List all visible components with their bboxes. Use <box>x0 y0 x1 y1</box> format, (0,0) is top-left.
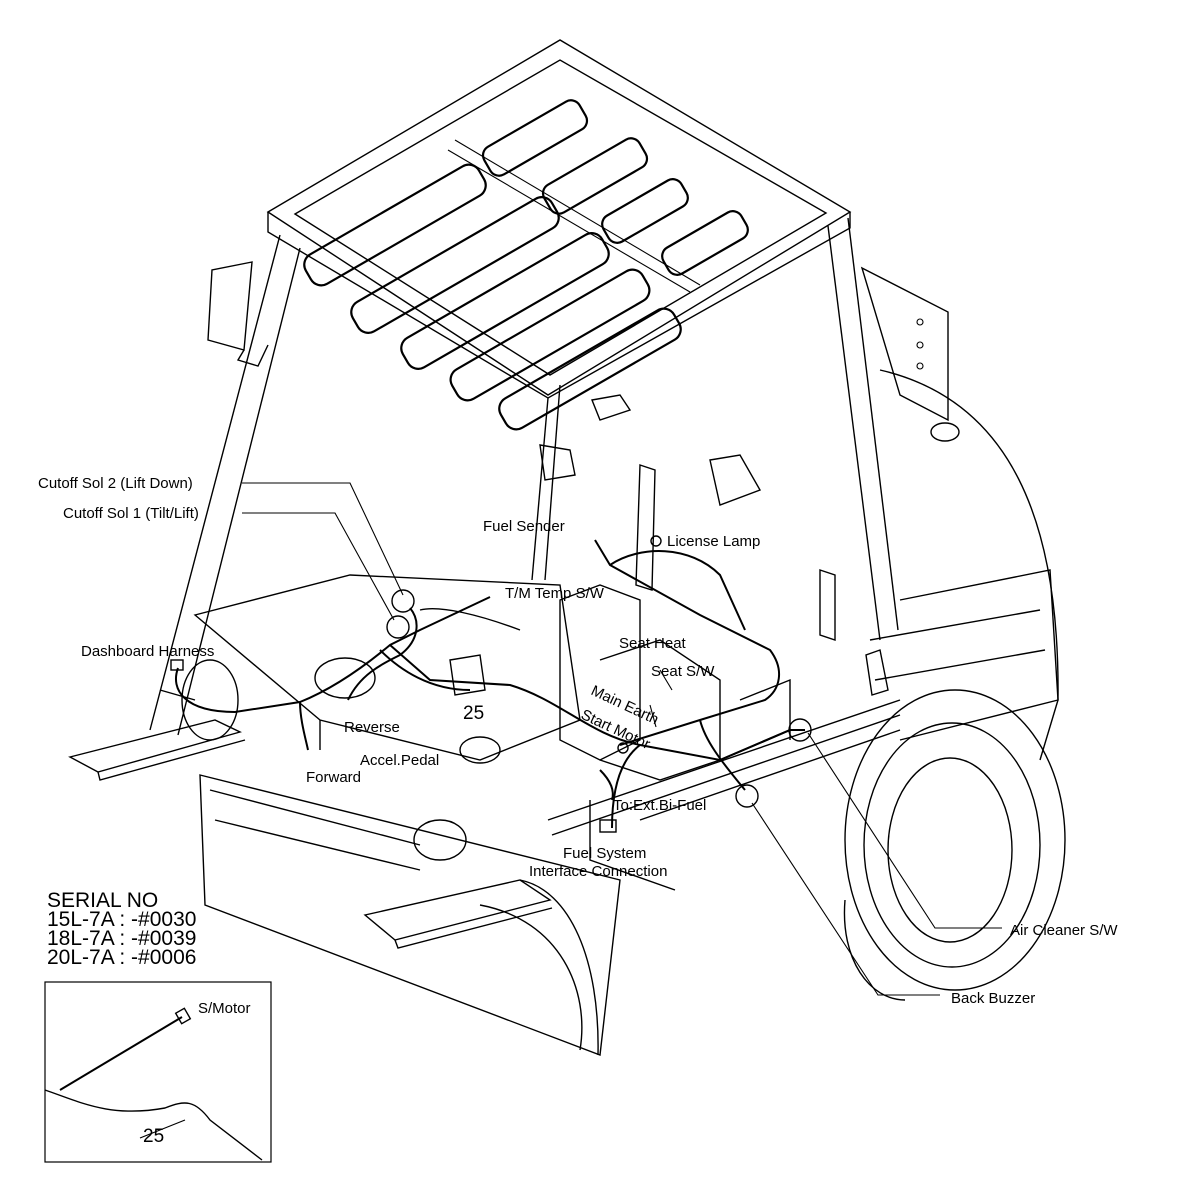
label-air-cleaner-sw: Air Cleaner S/W <box>1010 922 1118 939</box>
inset-label-part-25: 25 <box>143 1126 164 1147</box>
serial-title: SERIAL NO <box>47 889 158 912</box>
callout-labels: Cutoff Sol 2 (Lift Down) Cutoff Sol 1 (T… <box>38 475 1118 1007</box>
label-part-25: 25 <box>463 703 484 724</box>
leader-lines <box>242 482 1002 996</box>
label-cutoff-sol-1: Cutoff Sol 1 (Tilt/Lift) <box>63 505 199 522</box>
label-back-buzzer: Back Buzzer <box>951 990 1035 1007</box>
label-to-ext-bi-fuel: To:Ext.Bi-Fuel <box>613 797 706 814</box>
overhead-guard <box>266 39 852 431</box>
rear-wheel <box>843 689 1066 1001</box>
forklift-line-art <box>68 39 1066 1056</box>
serial-line-2: 18L-7A : -#0039 <box>47 927 196 950</box>
label-seat-sw: Seat S/W <box>651 663 715 680</box>
label-tm-temp-sw: T/M Temp S/W <box>505 585 605 602</box>
label-dashboard-harness: Dashboard Harness <box>81 643 214 660</box>
inset-detail: S/Motor 25 <box>44 981 272 1163</box>
label-fuel-system: Fuel System <box>563 845 646 862</box>
serial-line-1: 15L-7A : -#0030 <box>47 908 196 931</box>
label-interface-connection: Interface Connection <box>529 863 667 880</box>
label-accel-pedal: Accel.Pedal <box>360 752 439 769</box>
s-motor-connector-icon <box>174 1007 192 1025</box>
label-forward: Forward <box>306 769 361 786</box>
wiring-harness <box>170 535 812 833</box>
serial-number-block: SERIAL NO 15L-7A : -#0030 18L-7A : -#003… <box>47 889 196 969</box>
serial-line-3: 20L-7A : -#0006 <box>47 946 196 969</box>
label-cutoff-sol-2: Cutoff Sol 2 (Lift Down) <box>38 475 193 492</box>
inset-label-s-motor: S/Motor <box>198 1000 251 1017</box>
label-fuel-sender: Fuel Sender <box>483 518 565 535</box>
label-reverse: Reverse <box>344 719 400 736</box>
label-seat-heat: Seat Heat <box>619 635 687 652</box>
guard-posts <box>149 217 949 736</box>
label-license-lamp: License Lamp <box>667 533 760 550</box>
inset-frame <box>44 981 272 1163</box>
